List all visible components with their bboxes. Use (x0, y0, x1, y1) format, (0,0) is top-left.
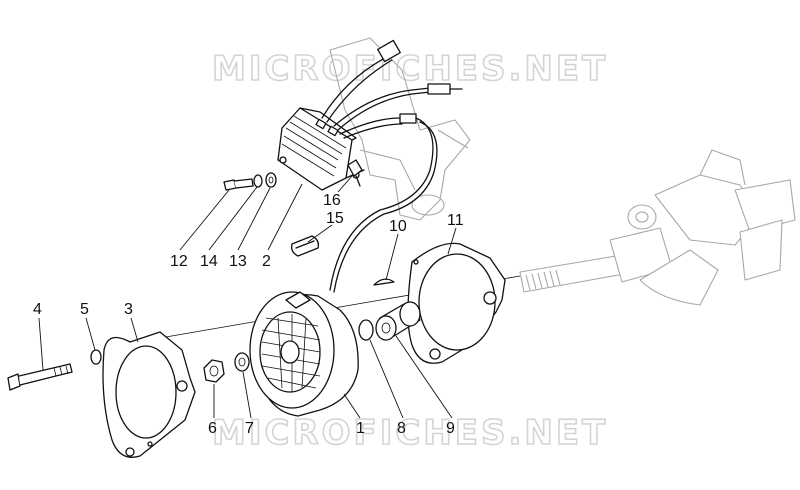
callout-11: 11 (447, 212, 464, 229)
callout-1: 1 (356, 420, 365, 437)
callout-16: 16 (323, 192, 341, 209)
callout-13: 13 (229, 253, 247, 270)
callout-9: 9 (446, 420, 455, 437)
regulator-wiring (321, 39, 463, 293)
flat-washer (234, 352, 250, 372)
callout-15: 15 (326, 210, 344, 227)
spacer-sleeve (375, 301, 421, 341)
woodruff-key (373, 278, 395, 286)
callout-4: 4 (33, 301, 42, 318)
grommet (290, 235, 320, 257)
hex-nut (203, 359, 225, 383)
callout-3: 3 (124, 301, 133, 318)
circlip (358, 319, 374, 341)
callout-12: 12 (170, 253, 188, 270)
watermark-bottom: MICROFICHES.NET (212, 413, 608, 453)
callout-10: 10 (389, 218, 407, 235)
bolt-washer (90, 349, 102, 365)
front-cover (102, 331, 196, 458)
callout-14: 14 (200, 253, 218, 270)
callout-5: 5 (80, 301, 89, 318)
stator-rotor (249, 291, 359, 417)
leader-lines (38, 175, 457, 419)
crankshaft-ghost (519, 149, 796, 306)
watermark-top: MICROFICHES.NET (212, 49, 608, 89)
callout-8: 8 (397, 420, 406, 437)
callout-numbers: 4 5 3 6 7 1 8 9 10 11 12 14 13 2 15 16 (33, 192, 464, 437)
long-bolt (7, 363, 73, 391)
callout-2: 2 (262, 253, 271, 270)
cable-clip (347, 159, 363, 187)
screw-washer-set (223, 172, 277, 191)
rear-housing (407, 242, 506, 364)
callout-7: 7 (245, 420, 254, 437)
callout-6: 6 (208, 420, 217, 437)
